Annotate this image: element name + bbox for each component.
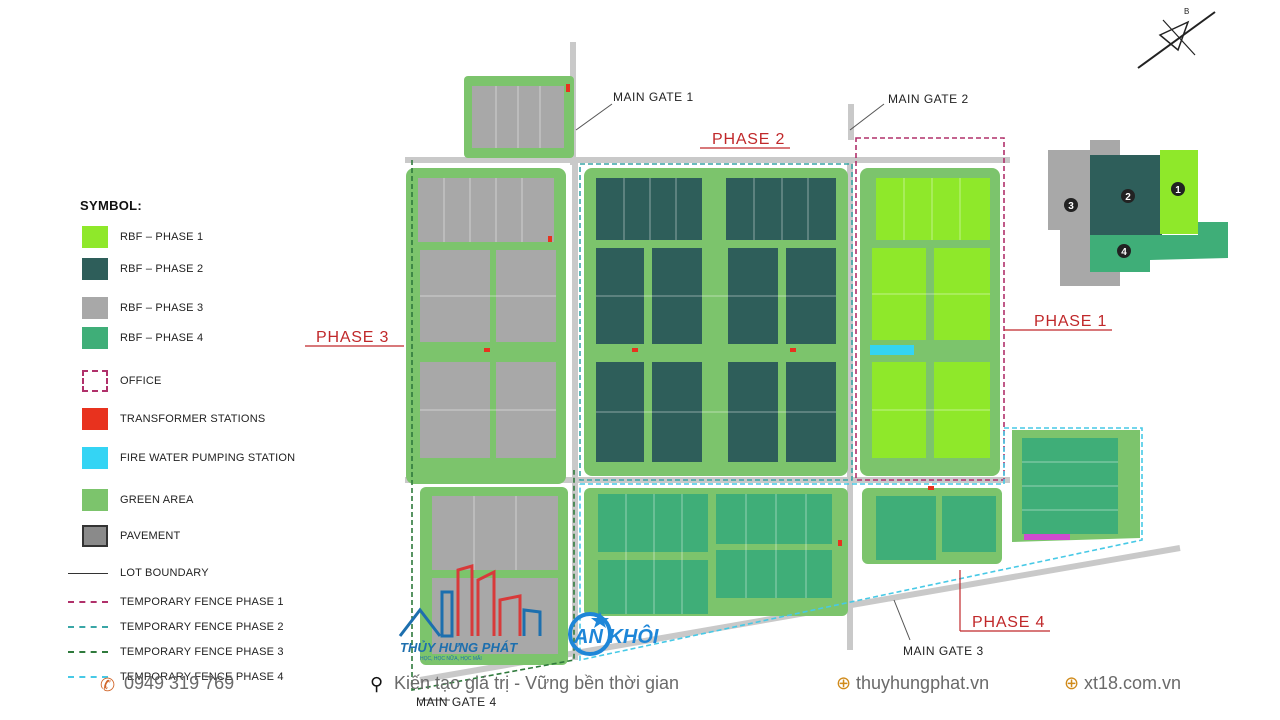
legend-item: TEMPORARY FENCE PHASE 1 xyxy=(68,589,284,615)
legend-swatch xyxy=(82,489,108,511)
phase-1-label: PHASE 1 xyxy=(1034,313,1107,330)
legend-item: TEMPORARY FENCE PHASE 2 xyxy=(68,614,284,640)
legend-item: TRANSFORMER STATIONS xyxy=(80,406,265,432)
main-gate-3-label: MAIN GATE 3 xyxy=(903,644,984,658)
legend-item: RBF – PHASE 4 xyxy=(80,325,203,351)
phase-1-area xyxy=(860,168,1000,476)
keymap-number-2: 2 xyxy=(1125,192,1131,203)
phase-4-label: PHASE 4 xyxy=(972,614,1045,631)
legend-swatch xyxy=(82,226,108,248)
keymap-inset: 3 2 1 4 xyxy=(1048,140,1228,286)
legend-swatch xyxy=(82,408,108,430)
gate-leaders xyxy=(420,103,911,701)
legend-swatch xyxy=(82,370,108,392)
legend-swatch xyxy=(68,651,108,653)
legend-label: TEMPORARY FENCE PHASE 4 xyxy=(120,671,284,683)
an-khoi-logo: AN KHÔI xyxy=(568,612,659,656)
legend-label: GREEN AREA xyxy=(120,494,194,506)
phase-3-label: PHASE 3 xyxy=(316,329,389,346)
temporary-fences xyxy=(411,137,1143,691)
legend-swatch xyxy=(82,258,108,280)
legend-label: RBF – PHASE 2 xyxy=(120,263,204,275)
phase-3-area xyxy=(406,76,574,665)
legend-label: FIRE WATER PUMPING STATION xyxy=(120,452,296,464)
legend-label: OFFICE xyxy=(120,375,162,387)
globe-icon: ⊕ xyxy=(836,673,852,693)
keymap-number-4: 4 xyxy=(1121,247,1127,258)
legend-swatch xyxy=(82,327,108,349)
legend-label: TEMPORARY FENCE PHASE 1 xyxy=(120,596,284,608)
footer-site-1[interactable]: thuyhungphat.vn xyxy=(856,673,990,693)
transformer-markers xyxy=(484,84,934,546)
legend-label: TRANSFORMER STATIONS xyxy=(120,413,266,425)
thuy-hung-phat-tagline: HỌC, HỌC NỮA, HỌC MÃI xyxy=(420,655,482,662)
legend-item: TEMPORARY FENCE PHASE 3 xyxy=(68,639,284,665)
legend-item: LOT BOUNDARY xyxy=(68,560,209,586)
legend-label: RBF – PHASE 4 xyxy=(120,332,204,344)
phase-4-area xyxy=(584,430,1140,616)
footer-site-2[interactable]: xt18.com.vn xyxy=(1084,673,1182,693)
legend-swatch xyxy=(68,601,108,603)
gate-labels: MAIN GATE 1 MAIN GATE 2 MAIN GATE 3 MAIN… xyxy=(416,90,984,709)
legend-swatch xyxy=(68,626,108,628)
legend-item: PAVEMENT xyxy=(80,523,180,549)
legend-item: RBF – PHASE 1 xyxy=(80,224,203,250)
phase-2-label: PHASE 2 xyxy=(712,131,785,148)
legend-item: TEMPORARY FENCE PHASE 4 xyxy=(68,664,284,690)
legend-label: TEMPORARY FENCE PHASE 2 xyxy=(120,621,284,633)
legend-title: SYMBOL: xyxy=(80,198,143,213)
compass-label: B xyxy=(1184,7,1189,16)
an-khoi-logo-text: AN KHÔI xyxy=(573,624,659,648)
main-gate-4-label: MAIN GATE 4 xyxy=(416,695,497,709)
pin-icon: ⚲ xyxy=(370,674,384,694)
legend-swatch xyxy=(82,447,108,469)
legend-label: RBF – PHASE 3 xyxy=(120,302,204,314)
phase-2-area xyxy=(584,168,848,476)
main-gate-2-label: MAIN GATE 2 xyxy=(888,92,969,106)
legend-swatch xyxy=(68,676,108,678)
legend-label: RBF – PHASE 1 xyxy=(120,231,204,243)
legend-item: GREEN AREA xyxy=(80,487,194,513)
keymap-number-1: 1 xyxy=(1175,185,1181,196)
legend-item: RBF – PHASE 3 xyxy=(80,295,203,321)
legend-label: LOT BOUNDARY xyxy=(120,567,209,579)
legend-label: TEMPORARY FENCE PHASE 3 xyxy=(120,646,284,658)
legend-swatch xyxy=(82,297,108,319)
legend-item: RBF – PHASE 2 xyxy=(80,256,203,282)
thuy-hung-phat-logo: THỦY HƯNG PHÁT HỌC, HỌC NỮA, HỌC MÃI xyxy=(398,564,542,662)
keymap-number-3: 3 xyxy=(1068,201,1074,212)
compass-icon: B xyxy=(1137,7,1216,69)
footer-slogan: Kiến tạo giá trị - Vững bền thời gian xyxy=(394,673,680,693)
footer: ✆ 0949 319 769 ⚲ Kiến tạo giá trị - Vững… xyxy=(0,668,1280,702)
phase-labels: PHASE 2 PHASE 3 PHASE 1 PHASE 4 xyxy=(305,131,1112,632)
legend-swatch xyxy=(82,525,108,547)
legend-label: PAVEMENT xyxy=(120,530,181,542)
footer-phone: 0949 319 769 xyxy=(124,673,235,693)
thuy-hung-phat-logo-text: THỦY HƯNG PHÁT xyxy=(400,640,518,655)
building-grid xyxy=(420,86,1118,614)
legend-swatch xyxy=(68,572,108,574)
globe-icon: ⊕ xyxy=(1064,673,1080,693)
legend-item: FIRE WATER PUMPING STATION xyxy=(80,445,295,471)
main-gate-1-label: MAIN GATE 1 xyxy=(613,90,694,104)
phone-icon: ✆ xyxy=(100,675,116,695)
legend-item: OFFICE xyxy=(80,368,162,394)
